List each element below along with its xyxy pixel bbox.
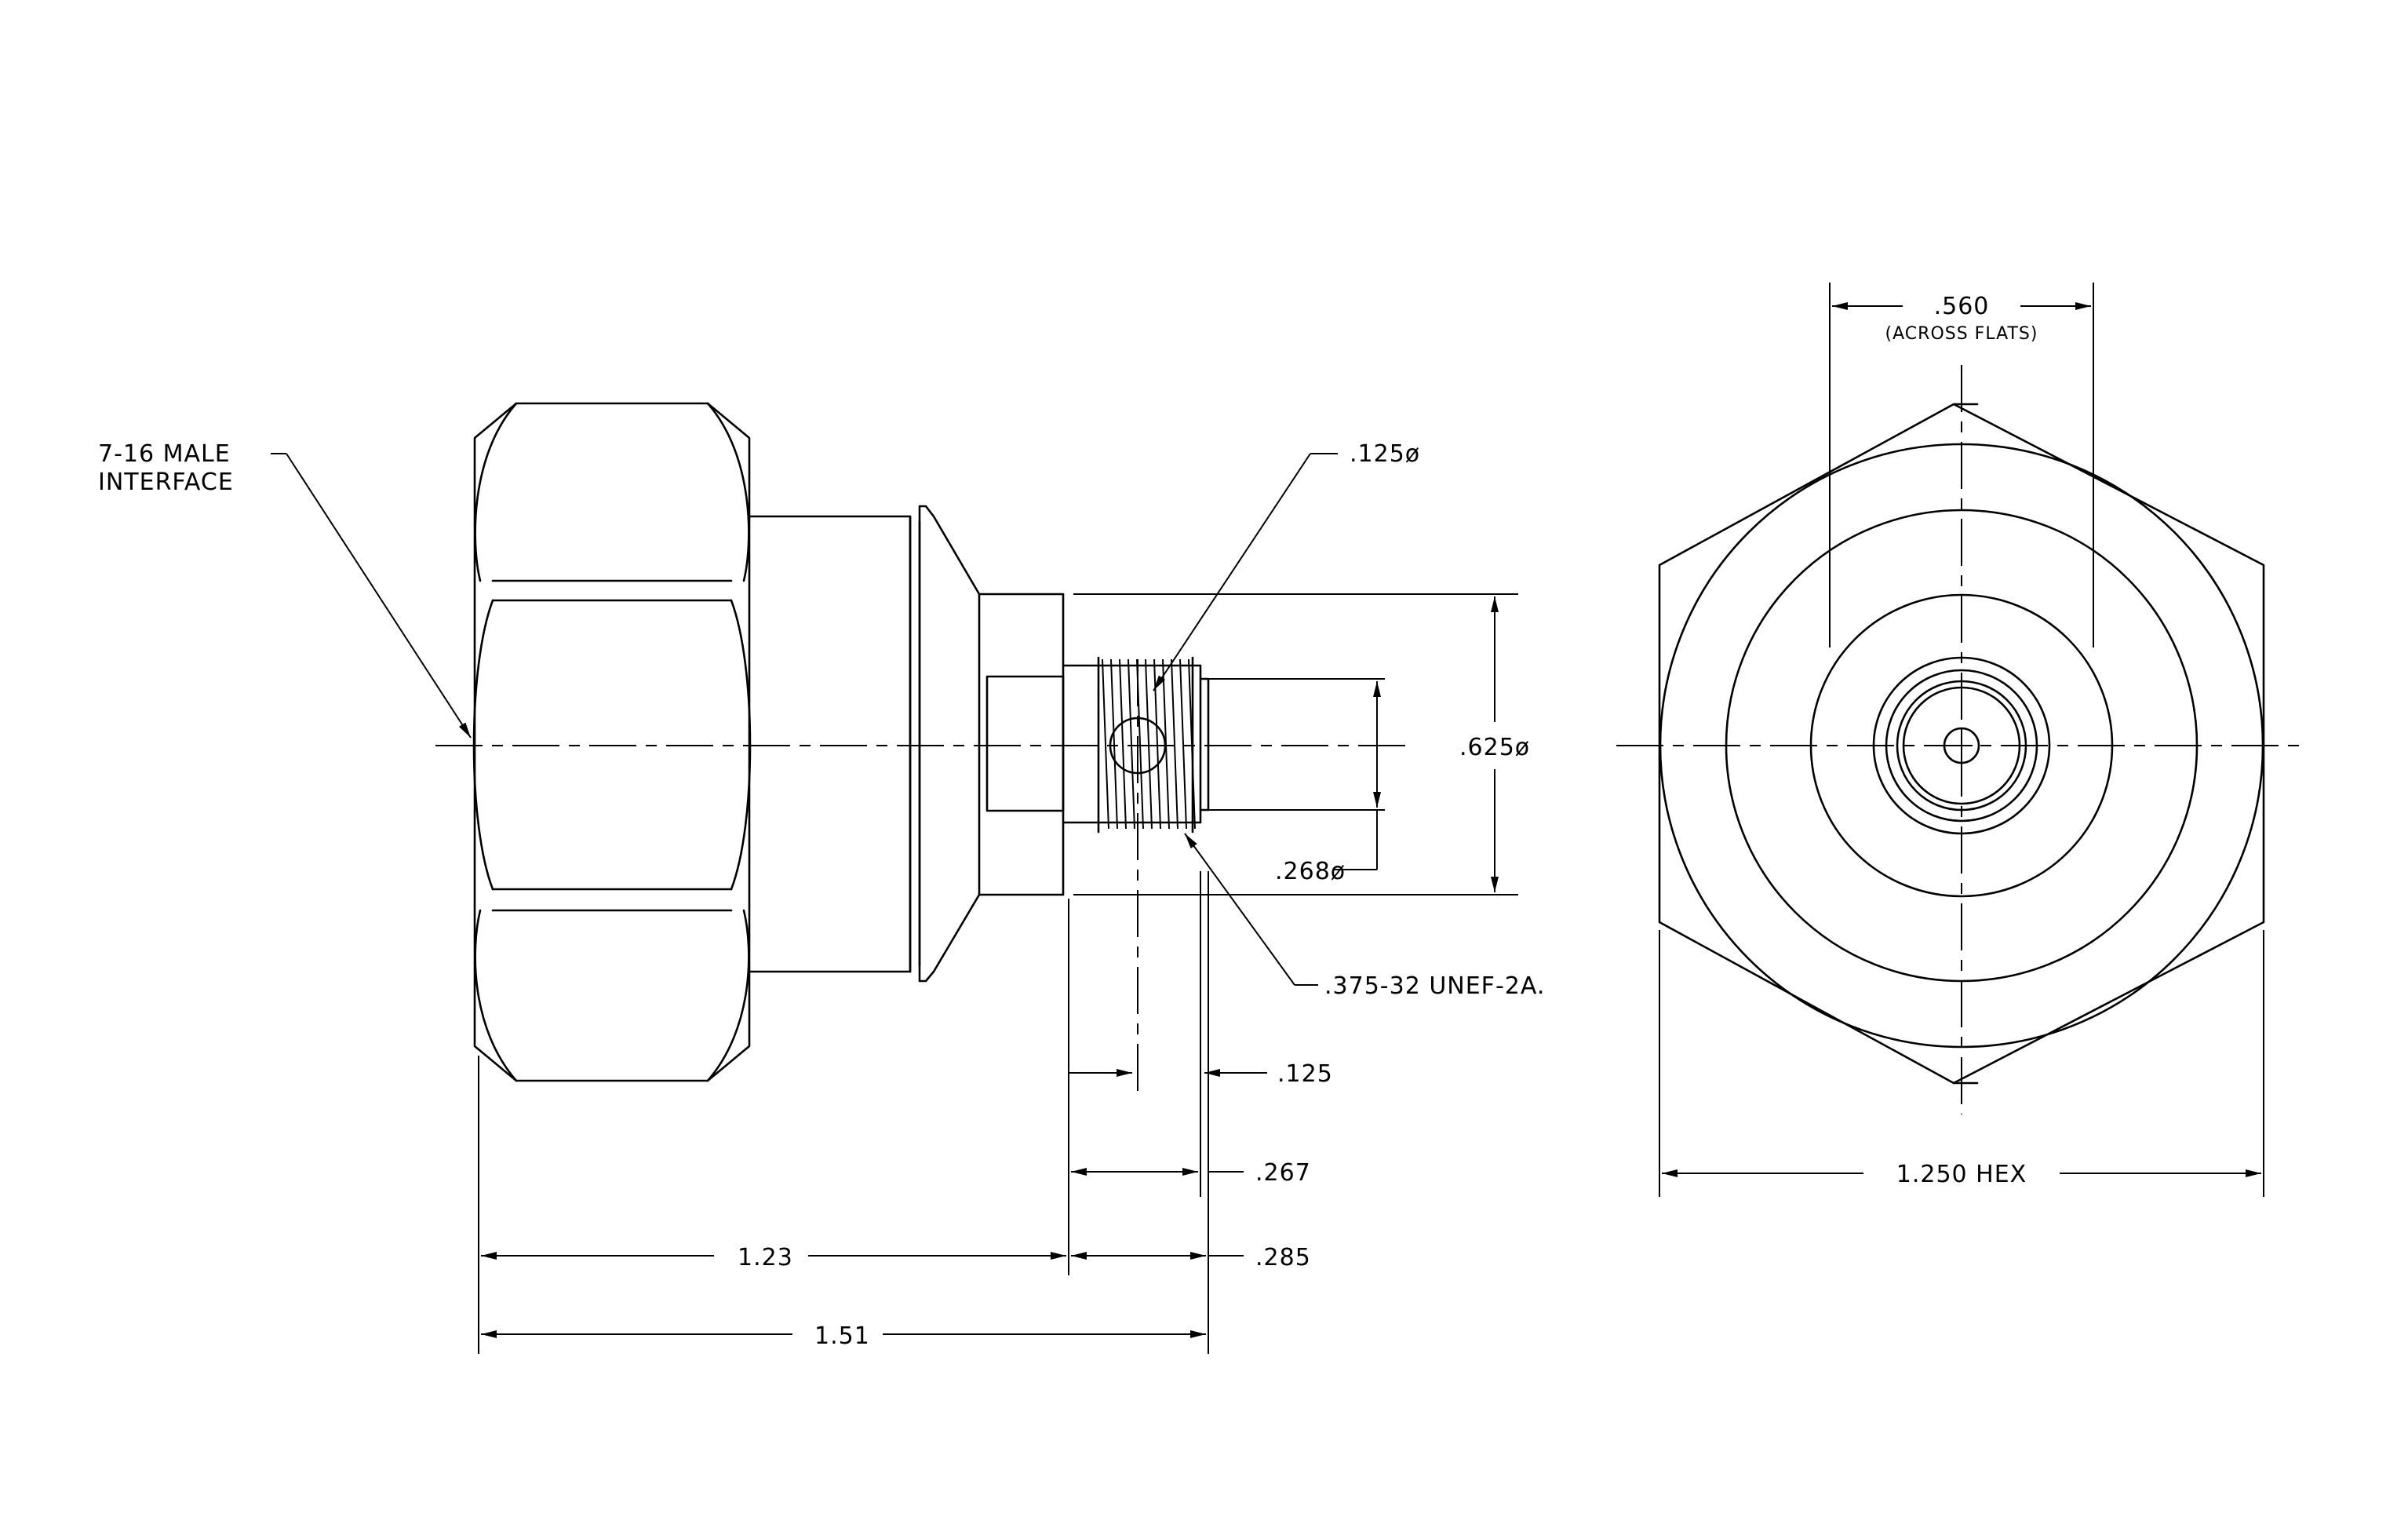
pin-dia-leader bbox=[1153, 453, 1311, 691]
thread-line bbox=[1171, 658, 1178, 830]
thread-line bbox=[1102, 658, 1109, 830]
thread-body bbox=[1062, 664, 1202, 824]
interface-leader bbox=[286, 453, 472, 739]
label-interface-line2: INTERFACE bbox=[98, 469, 234, 496]
label-dim-123: 1.23 bbox=[738, 1244, 793, 1271]
thread-line bbox=[1127, 658, 1135, 830]
label-dim-151: 1.51 bbox=[814, 1322, 870, 1350]
side-view: .625ø .268ø .125ø .375-32 UNEF-2A. 7-16 … bbox=[98, 402, 1545, 1354]
thread-lines bbox=[1102, 658, 1196, 830]
thread-leader bbox=[1184, 833, 1295, 986]
tip-pin bbox=[1199, 677, 1210, 812]
label-body-dia: .625ø bbox=[1459, 734, 1530, 761]
label-interface-line1: 7-16 MALE bbox=[98, 440, 231, 468]
thread-line bbox=[1179, 658, 1187, 830]
label-pin-dia: .125ø bbox=[1350, 440, 1420, 468]
label-thread: .375-32 UNEF-2A. bbox=[1324, 972, 1545, 1000]
end-view: .560 (ACROSS FLATS) 1.250 HEX bbox=[1616, 283, 2299, 1197]
label-dim-125: .125 bbox=[1277, 1060, 1333, 1088]
thread-line bbox=[1119, 658, 1127, 830]
adapter-recess bbox=[985, 675, 1065, 812]
flange bbox=[918, 505, 981, 983]
label-hex: 1.250 HEX bbox=[1896, 1161, 2027, 1188]
label-tip-dia: .268ø bbox=[1275, 858, 1346, 885]
hex-face-top bbox=[474, 402, 750, 582]
thread-line bbox=[1110, 658, 1118, 830]
hex-nut-outline bbox=[473, 402, 751, 1082]
label-dim-267: .267 bbox=[1255, 1159, 1311, 1187]
label-across-flats-value: .560 bbox=[1934, 293, 1990, 320]
hex-face-bottom bbox=[474, 909, 750, 1082]
adapter-cylinder bbox=[978, 593, 1065, 896]
label-dim-285: .285 bbox=[1255, 1244, 1311, 1271]
label-across-flats-note: (ACROSS FLATS) bbox=[1885, 324, 2038, 344]
body-cylinder bbox=[748, 515, 912, 973]
thread-line bbox=[1188, 658, 1196, 830]
thread-line bbox=[1145, 658, 1153, 830]
